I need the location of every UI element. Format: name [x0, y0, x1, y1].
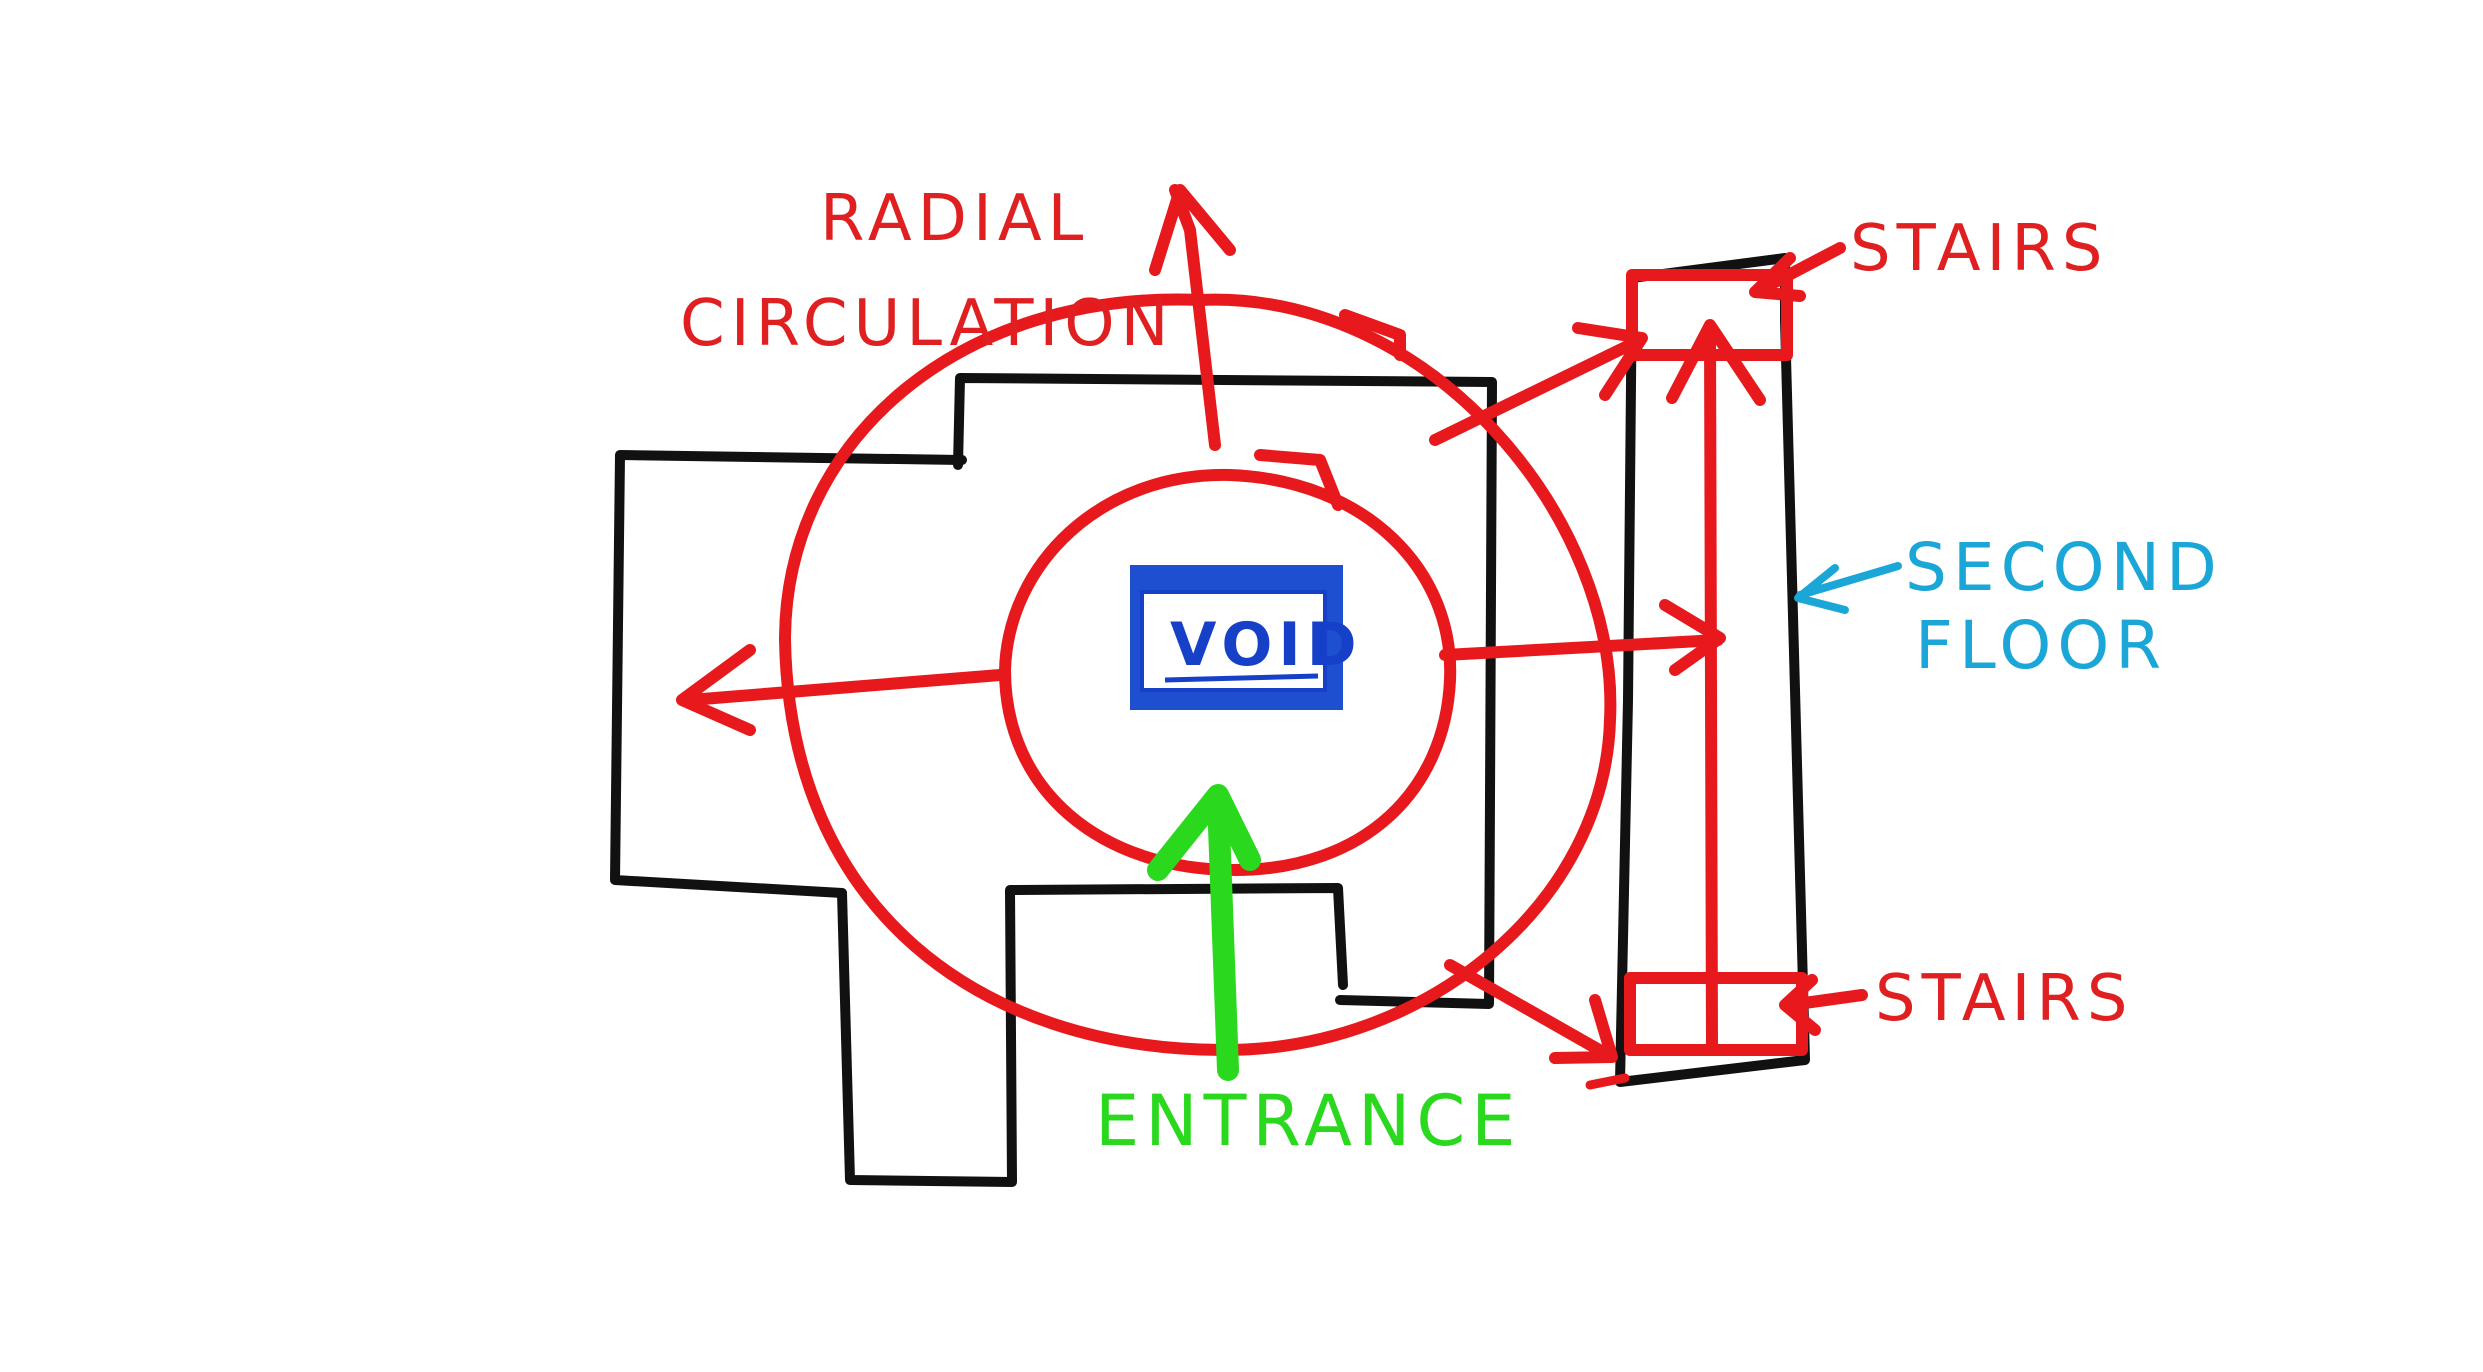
void-box-inner	[1140, 590, 1327, 692]
label-floor: FLOOR	[1915, 607, 2167, 684]
label-entrance: ENTRANCE	[1095, 1080, 1522, 1162]
arrow-up	[1149, 184, 1236, 451]
label-stairs-top: STAIRS	[1850, 212, 2109, 286]
entrance-arrow	[1147, 784, 1261, 1081]
label-stairs-bottom: STAIRS	[1875, 962, 2134, 1036]
label-circulation: CIRCULATION	[680, 287, 1175, 361]
arrow-left	[676, 644, 1006, 736]
arrow-lower-right	[1444, 959, 1618, 1064]
wall-main-block	[953, 373, 1497, 1009]
arrow-upper-right	[1429, 322, 1648, 446]
label-radial: RADIAL	[820, 182, 1089, 256]
wall-left-wing	[610, 450, 967, 898]
stairs-top-rect	[1626, 269, 1793, 361]
inner-ring-arrowhead	[1254, 449, 1344, 511]
wall-bottom-leg	[837, 883, 1348, 1187]
second-floor-pointer	[1794, 562, 1902, 614]
stairs-bottom-pointer	[1779, 974, 1868, 1036]
void-block: VOID	[1130, 565, 1363, 710]
inner-circulation-ring	[999, 468, 1457, 876]
void-label: VOID	[1170, 610, 1363, 680]
label-second: SECOND	[1905, 529, 2223, 606]
stairs-top-pointer	[1749, 242, 1846, 302]
outer-ring-arrowhead	[1339, 309, 1406, 361]
void-underline	[1164, 673, 1319, 683]
circulation-exit-line	[1585, 1073, 1630, 1090]
vertical-circulation-arrow	[1666, 319, 1766, 1054]
arrow-right	[1439, 599, 1726, 676]
